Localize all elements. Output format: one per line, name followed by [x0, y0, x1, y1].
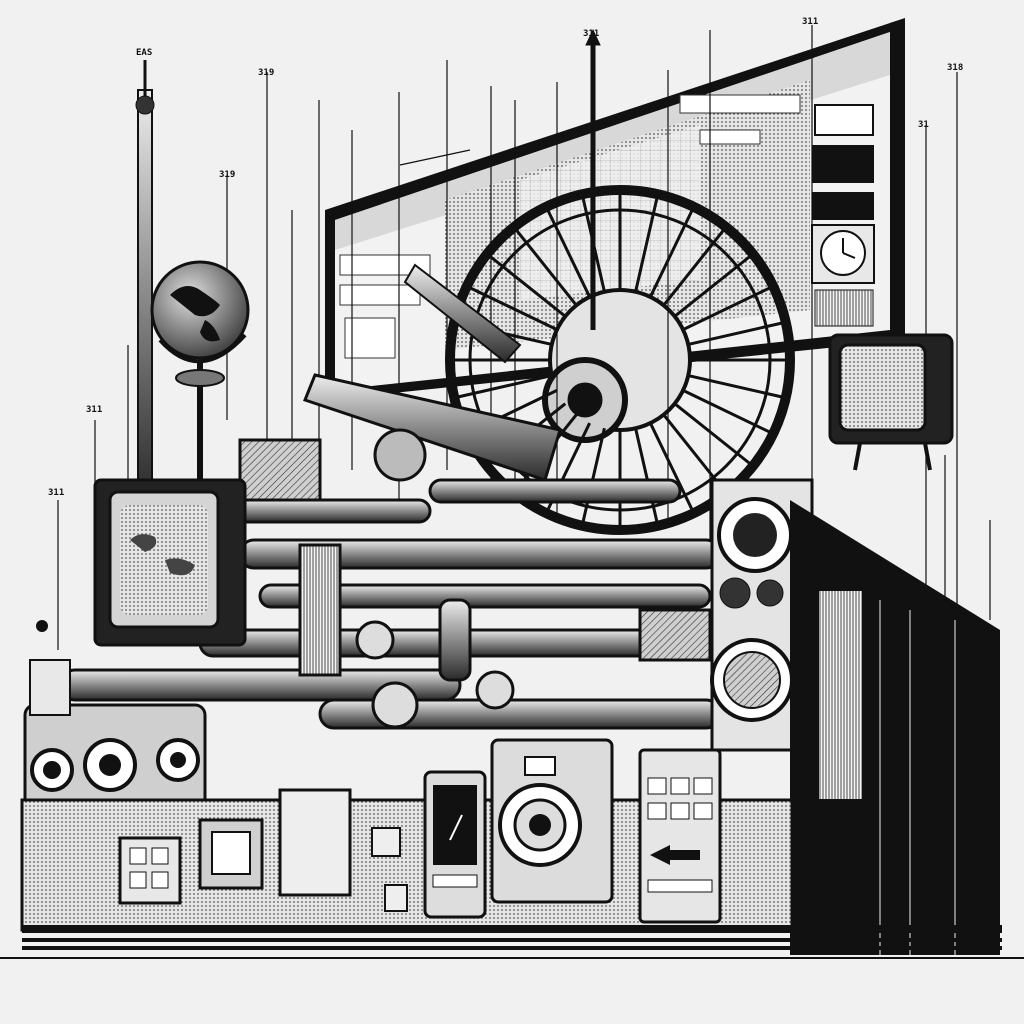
handheld-device	[423, 770, 487, 919]
wheel-spoke	[673, 402, 753, 466]
wheel-spoke	[634, 195, 659, 293]
wheel-spoke	[662, 227, 726, 307]
callout-tag: 311	[48, 488, 64, 498]
antenna-array	[57, 25, 991, 650]
cannon-barrel	[303, 263, 562, 482]
wheel-spoke	[581, 427, 606, 525]
callout-tag: EAS	[136, 48, 152, 58]
control-pad	[638, 748, 722, 924]
wheel-spoke	[682, 389, 773, 435]
callout-tag: 319	[219, 170, 235, 180]
callout-tag: 31	[918, 120, 929, 130]
wheel-spoke	[673, 254, 753, 318]
clock-icon	[811, 224, 875, 284]
callout-tags: EAS 319 319 311 311 311 311 318 31	[48, 17, 963, 498]
wheel-spoke	[687, 321, 785, 346]
wheel-spoke	[649, 207, 695, 298]
tape-deck	[23, 620, 207, 817]
wheel-spoke	[634, 427, 659, 525]
wheel-spoke	[467, 285, 558, 331]
wheel-spoke	[545, 207, 591, 298]
wheel-spoke	[455, 374, 553, 399]
globe-icon	[150, 260, 250, 480]
wheel-spoke	[487, 254, 567, 318]
callout-tag: 311	[583, 29, 599, 39]
crt-monitor-icon	[93, 478, 247, 647]
wheel-spoke	[687, 374, 785, 399]
wheel-spoke	[682, 285, 773, 331]
callout-tag: 311	[802, 17, 818, 27]
callout-tag: 318	[947, 63, 963, 73]
right-cabinet	[790, 500, 1000, 955]
wheel-spoke	[649, 422, 695, 513]
callout-tag: 311	[86, 405, 102, 415]
camera-lens-icon	[490, 738, 614, 904]
crt-monitor-icon	[828, 333, 954, 471]
wheel-spoke	[514, 227, 578, 307]
callout-tag: 319	[258, 68, 274, 78]
